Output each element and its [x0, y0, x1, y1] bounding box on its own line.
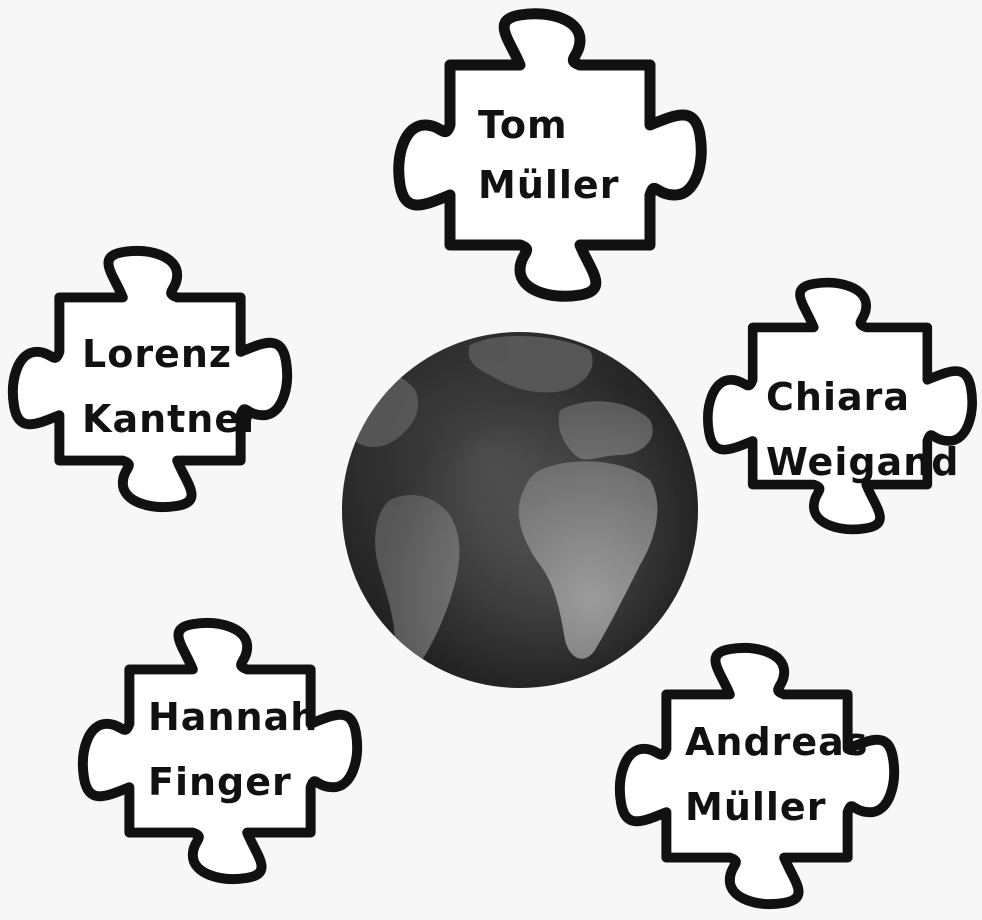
piece-last-name: Weigand [766, 440, 959, 484]
piece-last-name: Müller [685, 785, 826, 829]
puzzle-piece-tom: Tom Müller [399, 14, 702, 297]
piece-first-name: Chiara [766, 375, 910, 419]
piece-first-name: Hannah [148, 695, 318, 739]
piece-first-name: Andreas [685, 720, 868, 764]
puzzle-piece-lorenz: Lorenz Kantner [13, 251, 287, 507]
piece-first-name: Lorenz [82, 332, 232, 376]
piece-last-name: Kantner [82, 397, 261, 441]
piece-first-name: Tom [478, 103, 568, 147]
puzzle-piece-andreas: Andreas Müller [620, 648, 894, 904]
piece-last-name: Müller [478, 163, 619, 207]
globe [340, 332, 698, 688]
piece-last-name: Finger [148, 760, 292, 804]
puzzle-piece-chiara: Chiara Weigand [708, 283, 972, 530]
puzzle-piece-hannah: Hannah Finger [83, 623, 357, 879]
